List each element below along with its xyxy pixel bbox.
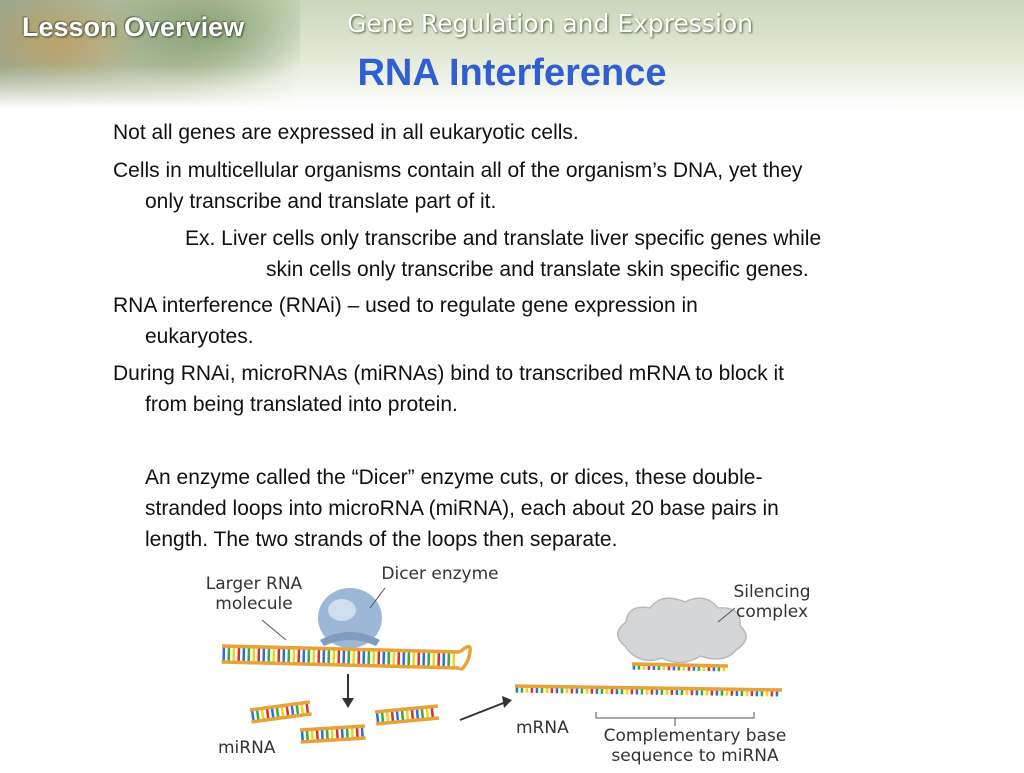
mirna-fragment: [300, 726, 366, 742]
rnai-diagram: Larger RNA molecule Dicer enzyme Silenci…: [170, 560, 850, 768]
bound-mirna-strand: [632, 664, 728, 671]
body-line: Cells in multicellular organisms contain…: [113, 155, 802, 186]
label-silencing-complex: Silencing complex: [722, 582, 822, 622]
larger-rna-strand: [222, 646, 460, 668]
body-line: RNA interference (RNAi) – used to regula…: [113, 290, 698, 321]
body-line: skin cells only transcribe and translate…: [266, 254, 809, 285]
right-arrow-icon: [460, 696, 512, 720]
dicer-enzyme-shape: [318, 588, 382, 648]
body-line: Not all genes are expressed in all eukar…: [113, 117, 579, 148]
body-line: During RNAi, microRNAs (miRNAs) bind to …: [113, 358, 784, 389]
body-line: stranded loops into microRNA (miRNA), ea…: [145, 493, 779, 524]
label-complementary-sequence: Complementary base sequence to miRNA: [590, 726, 800, 766]
body-line: from being translated into protein.: [145, 389, 458, 420]
mirna-fragment: [250, 702, 312, 722]
mrna-strand: [515, 686, 782, 697]
body-line: eukaryotes.: [145, 321, 254, 352]
body-line: only transcribe and translate part of it…: [145, 186, 496, 217]
body-line: length. The two strands of the loops the…: [145, 524, 617, 555]
label-larger-rna: Larger RNA molecule: [184, 574, 324, 614]
label-mrna: mRNA: [516, 718, 586, 738]
body-line: An enzyme called the “Dicer” enzyme cuts…: [145, 462, 762, 493]
complementary-bracket: [596, 712, 754, 718]
slide-title: RNA Interference: [0, 52, 1024, 95]
body-line: Ex. Liver cells only transcribe and tran…: [185, 223, 821, 254]
label-mirna: miRNA: [218, 738, 288, 758]
down-arrow-icon: [342, 674, 354, 708]
rna-hairpin-loop: [460, 647, 470, 669]
label-dicer-enzyme: Dicer enzyme: [370, 564, 510, 584]
label-leader-line: [262, 620, 286, 640]
mirna-fragment: [375, 706, 439, 724]
slide-subtitle: Gene Regulation and Expression: [0, 9, 1024, 38]
